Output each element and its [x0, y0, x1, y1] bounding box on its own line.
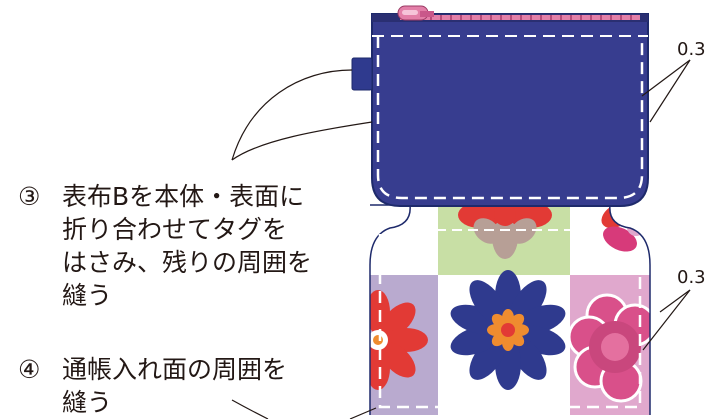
step-4-instruction: ④ 通帳入れ面の周囲を 縫う [18, 353, 287, 419]
flower-icon [458, 205, 552, 259]
upper-stitch-line [376, 36, 644, 200]
step-3-line-2: 折り合わせてタグを [62, 215, 288, 244]
tag-icon [351, 57, 373, 91]
flower-icon [567, 293, 650, 403]
step-4-line-1: 通帳入れ面の周囲を [62, 355, 288, 384]
leader-lines [231, 59, 691, 419]
seam-allowance-bottom-label: 0.3 [677, 267, 706, 288]
step-4-number: ④ [18, 355, 41, 384]
step-3-instruction: ③ 表布Bを本体・表面に 折り合わせてタグを はさみ、残りの周囲を 縫う [18, 180, 312, 312]
flower-icon [370, 290, 428, 390]
lower-stitch-line [378, 232, 642, 409]
flower-icon [450, 270, 566, 390]
step-3-line-3: はさみ、残りの周囲を [62, 248, 313, 277]
zipper-pull-icon [397, 5, 434, 21]
step-4-line-2: 縫う [62, 388, 113, 417]
step-3-line-4: 縫う [62, 281, 113, 310]
step-3-number: ③ [18, 182, 41, 211]
cover-flap [351, 5, 649, 207]
seam-allowance-top-label: 0.3 [677, 39, 706, 60]
step-3-line-1: 表布Bを本体・表面に [62, 182, 305, 211]
